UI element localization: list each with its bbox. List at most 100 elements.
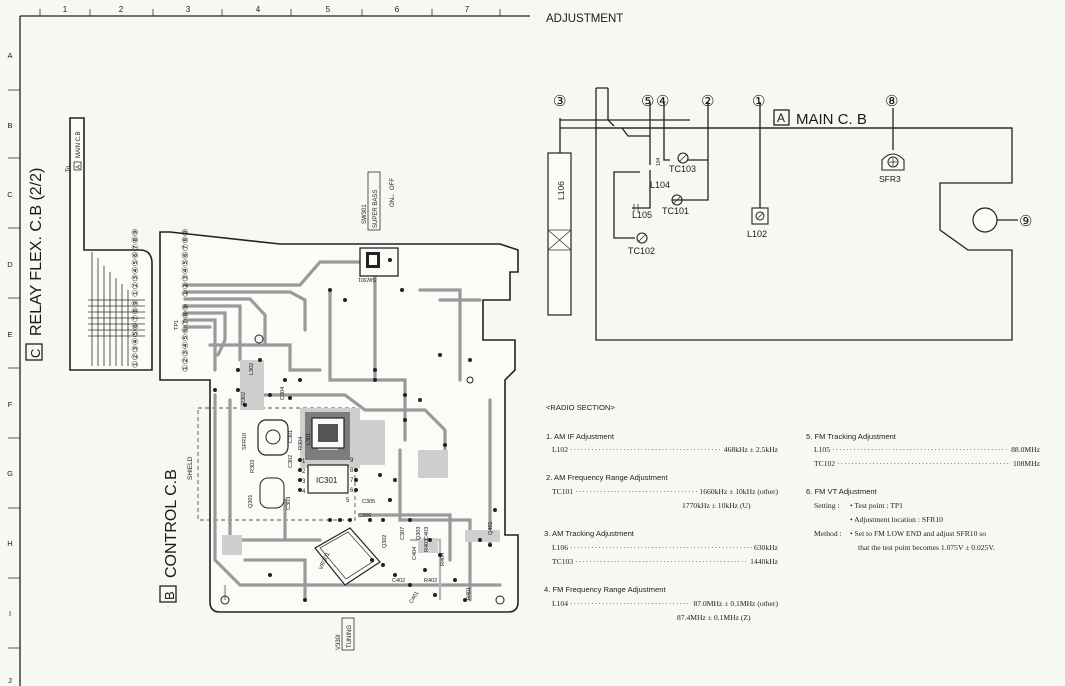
row-label: TC102 [814,459,836,468]
row-label: L104 [552,599,569,608]
control-part-labels: L302 R302 C304 SFR10 R303 C301 C302 Q301… [241,363,494,605]
grid-row-a: A [7,51,12,60]
relay-flex-title: RELAY FLEX. C.B (2/2) [28,168,45,336]
l104-label: L104 [650,180,670,190]
grid-col-3: 3 [186,5,191,14]
vr301-callout-box [341,617,355,651]
vt-method-1: • Set to FM LOW END and adjust SFR10 so [850,529,987,538]
sw301-on: ON [390,198,396,207]
l105-label: L105 [632,210,652,220]
vr301-label: V330I [336,634,342,650]
ic-pin-number: 7 [350,478,354,484]
relay-flex-pins-bottom: ①②③④⑤⑥⑦⑧⑨ [130,299,140,368]
control-letter: B [162,591,177,600]
part-label: R304 [298,437,304,450]
part-label: R302 [241,392,247,405]
row-label: TC103 [552,557,574,566]
grid-row-c: C [7,190,13,199]
control-copper-traces [183,260,502,602]
sfr3-label: SFR3 [879,174,901,184]
q301-module [259,477,285,509]
page-title: ADJUSTMENT [546,13,623,25]
l104-mark: 104 [656,157,662,166]
row-value: 88.0MHz [1011,445,1040,454]
vt-setting-2: • Adjustment location : SFR10 [850,515,943,524]
section-2-row-2: 1770kHz ± 10kHz (U) [682,501,751,510]
part-label: C307 [400,527,406,540]
part-label: C402 [392,578,405,584]
sw301-off: OFF [390,178,396,190]
section-4-title: 4. FM Frequency Range Adjustment [544,585,666,594]
shield-outline [197,407,356,521]
ic-pin-number: 1 [302,459,306,465]
section-3-row-2: TC103 1440kHz [552,557,778,566]
part-label: Q401 [488,522,494,535]
part-label: L302 [249,363,255,375]
part-label: Q302 [382,535,388,548]
shield-label: SHIELD [187,456,194,480]
section-1-title: 1. AM IF Adjustment [546,432,614,441]
part-label: Q303 [416,527,422,540]
row-label: L105 [814,445,831,454]
relay-flex-pins-top: ①②③④⑤⑥⑦⑧⑨ [130,228,140,297]
ic-pin-number: 6 [350,488,354,494]
callout-4: ④ [656,93,669,110]
row-label: TC101 [552,487,574,496]
l106-coil: L106 [547,152,572,316]
main-callouts: ③ ⑤ ④ ② ① ⑧ ⑨ [553,93,1032,230]
callout-8: ⑧ [885,93,898,110]
grid-col-6: 6 [395,5,400,14]
row-value: 108MHz [1013,459,1040,468]
control-pins-top: ①②③④⑤⑥⑦⑧⑨ [180,228,190,297]
sw301-callout-box [367,171,381,231]
grid-row-b: B [7,121,12,130]
sfr10-trimmer [257,419,289,456]
section-6-title: 6. FM VT Adjustment [806,487,877,496]
ic-pin-number: 2 [302,469,306,475]
sw301-label: SW301 [362,204,368,224]
vt-method-label: Method : [814,529,842,538]
leader-dots [575,557,748,566]
radio-heading: <RADIO SECTION> [546,403,615,412]
grid-row-f: F [8,400,13,409]
part-label: R403 [424,539,430,552]
main-letter: A [777,111,785,125]
ic301-label: IC301 [316,476,338,485]
sw301-switch: SW301 [358,247,399,282]
relay-flex-letter-box [25,343,43,361]
part-label: R303 [250,460,256,473]
tc103-trimmer: TC103 [669,152,696,174]
control-board: SHIELD [159,171,519,651]
relay-flex-traces [88,252,145,366]
part-label: C305 [362,499,375,505]
part-label: R404 [440,553,446,566]
part-label: C404 [412,547,418,560]
grid-row-g: G [7,469,13,478]
part-label: C304 [280,387,286,400]
sfr3-trimmer: SFR3 [879,153,905,184]
part-label: SFR10 [242,433,248,450]
coil-l301 [311,417,345,449]
callout-1: ① [752,93,765,110]
part-label: C401 [409,591,421,605]
callout-3: ③ [553,93,566,110]
row-value: 468kHz ± 2.5kHz [723,445,778,454]
vt-setting-1: • Test point : TP1 [850,501,903,510]
grid-row-i: I [9,609,11,618]
grid-row-e: E [7,330,12,339]
control-mounting-holes [220,334,505,605]
vr301-function: TUNING [347,625,353,648]
row-label: L102 [552,445,569,454]
ic-pin-number: 4 [302,489,306,495]
grid-col-5: 5 [326,5,331,14]
grid-row-j: J [8,676,12,685]
relay-flex-to-board: MAIN C.B [76,131,82,158]
tc102-label: TC102 [628,246,655,256]
section-1-row-1: L102 468kHz ± 2.5kHz [552,445,778,454]
sw301-arrow: ↔ [390,193,396,199]
vt-setting-label: Setting : [814,501,840,510]
l102-coil: L102 [747,207,769,239]
ic-pin-number: 3 [302,479,306,485]
leader-dots [570,599,691,608]
